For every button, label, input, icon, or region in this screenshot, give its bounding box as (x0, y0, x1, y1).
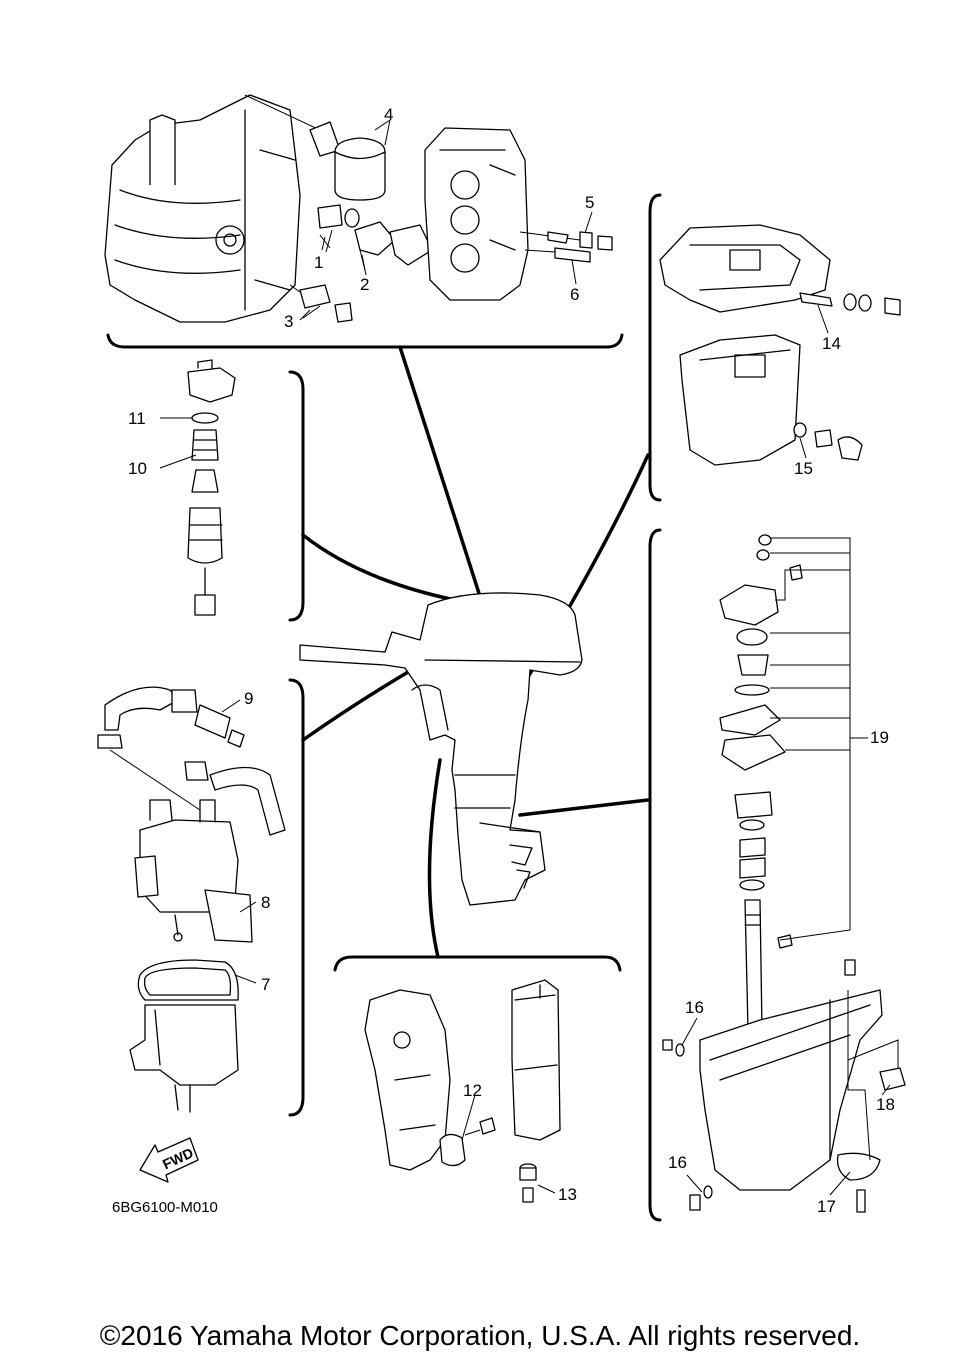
callout-2: 2 (360, 275, 369, 294)
powerhead-group (104, 94, 613, 323)
outboard-motor (299, 592, 583, 906)
callout-7: 7 (261, 975, 270, 994)
callout-3: 3 (284, 312, 293, 331)
callout-18: 18 (876, 1095, 895, 1114)
parts-diagram: FWD (97, 94, 906, 1222)
callout-1: 1 (314, 253, 323, 272)
callout-4: 4 (384, 105, 393, 124)
callouts: 1 2 3 4 5 6 7 8 9 10 11 12 13 14 15 16 1… (128, 105, 895, 1216)
callout-17: 17 (817, 1197, 836, 1216)
callout-12: 12 (463, 1081, 482, 1100)
callout-5: 5 (585, 193, 594, 212)
fuel-filter-group (187, 359, 236, 616)
callout-6: 6 (570, 285, 579, 304)
callout-13: 13 (558, 1185, 577, 1204)
section-brackets (106, 193, 662, 1222)
callout-16b: 16 (668, 1153, 687, 1172)
callout-15: 15 (794, 459, 813, 478)
copyright-notice: ©2016 Yamaha Motor Corporation, U.S.A. A… (99, 1320, 861, 1351)
callout-10: 10 (128, 459, 147, 478)
callout-8: 8 (261, 893, 270, 912)
callout-19: 19 (870, 728, 889, 747)
lower-unit-group (662, 534, 906, 1213)
fwd-arrow: FWD (139, 1137, 199, 1183)
drawing-code: 6BG6100-M010 (112, 1199, 218, 1216)
callout-9: 9 (244, 689, 253, 708)
bottom-cowling-group (659, 224, 901, 466)
swivel-bracket-group (364, 979, 561, 1203)
fuel-system-group (97, 686, 286, 1113)
callout-leaders (159, 119, 891, 1196)
callout-16a: 16 (685, 998, 704, 1017)
callout-14: 14 (822, 334, 841, 353)
callout-11: 11 (128, 409, 146, 428)
